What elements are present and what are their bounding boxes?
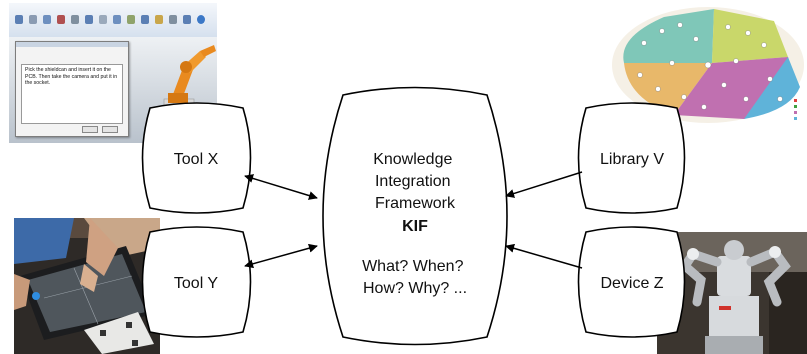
device-z-kif-edge <box>505 243 583 269</box>
tool-x-kif-edge <box>244 174 318 200</box>
library-v-kif-edge <box>505 171 583 198</box>
tool-y-label: Tool Y <box>174 275 219 292</box>
hub-questions-line-2: How? Why? ... <box>363 280 467 297</box>
tool-y-kif-edge <box>244 243 318 269</box>
hub-questions-line-1: What? When? <box>362 258 463 275</box>
dialog-ok-button <box>82 126 98 133</box>
tool-x-node-shape <box>141 102 252 214</box>
hub-acronym: KIF <box>402 218 428 235</box>
dialog-titlebar <box>16 42 128 47</box>
dialog-cancel-button <box>102 126 118 133</box>
library-v-label: Library V <box>600 151 664 168</box>
device-z-node-shape <box>577 226 686 338</box>
instruction-dialog: Pick the shieldcan and insert it on the … <box>15 41 129 137</box>
tool-x-label: Tool X <box>174 151 219 168</box>
kif-hub-shape <box>322 86 508 346</box>
software-ribbon-toolbar <box>9 3 217 38</box>
tool-y-tablet-photo <box>14 218 160 354</box>
hub-title-line-1: Knowledge <box>373 151 452 168</box>
instruction-text: Pick the shieldcan and insert it on the … <box>25 67 118 87</box>
library-v-node-shape <box>577 102 686 214</box>
svg-text:What? When? How? Why? ...: What? When? How? Why? ... <box>362 258 468 297</box>
hub-title-line-3: Framework <box>375 195 456 212</box>
svg-text:Knowledge Integration: Knowledge Integration Framework <box>373 151 457 212</box>
hub-title-line-2: Integration <box>375 173 451 190</box>
device-z-label: Device Z <box>600 275 663 292</box>
tool-y-node-shape <box>141 226 252 338</box>
instruction-text-field: Pick the shieldcan and insert it on the … <box>21 64 123 124</box>
